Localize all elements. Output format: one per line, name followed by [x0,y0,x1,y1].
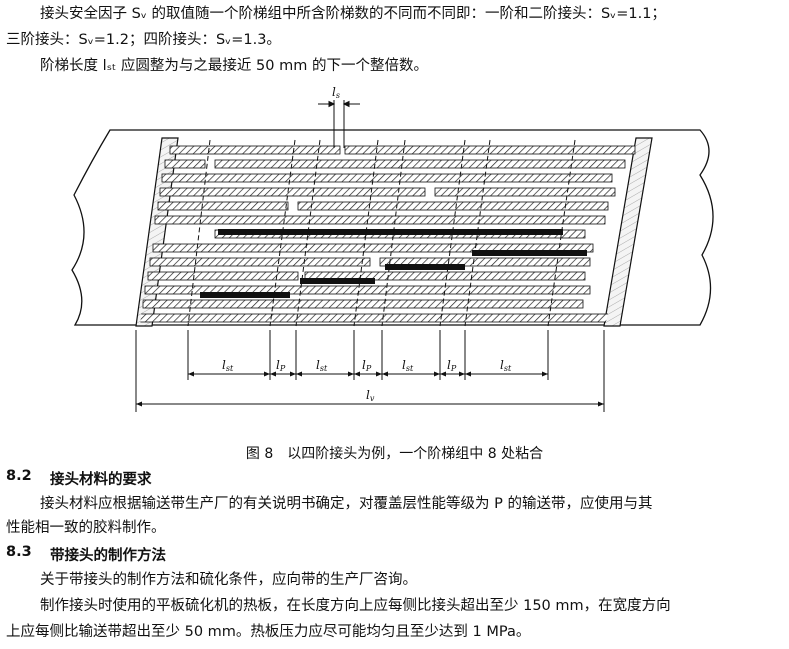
right-belt-edge [603,137,653,327]
step-boundaries [187,139,576,327]
ls-dimension [318,100,360,148]
dimension-arrows [136,371,604,407]
bottom-dimensions [135,330,605,412]
section-8-3-line-3: 上应每侧比输送带超出至少 50 mm。热板压力应尽可能均匀且至少达到 1 MPa… [6,624,531,640]
section-8-2-line-2: 性能相一致的胶料制作。 [6,520,166,536]
section-8-3-heading: 8.3 带接头的制作方法 [0,544,789,564]
lst-label-4: lst [500,358,512,373]
splice-diagram: ls lst lP lst lP lst lP lst lv [71,85,714,412]
ply-strips [140,145,636,323]
lp-label-1: lP [276,358,286,373]
lv-label: lv [366,388,375,403]
section-title: 带接头的制作方法 [50,548,166,564]
section-title: 接头材料的要求 [50,472,152,488]
lst-label-1: lst [222,358,234,373]
lst-label-2: lst [316,358,328,373]
section-number: 8.2 [6,468,32,484]
intro-line-3: 阶梯长度 lₛₜ 应圆整为与之最接近 50 mm 的下一个整倍数。 [40,58,428,74]
intro-line-1: 接头安全因子 Sᵥ 的取值随一个阶梯组中所含阶梯数的不同而不同即：一阶和二阶接头… [40,6,666,22]
lp-label-2: lP [362,358,372,373]
lp-label-3: lP [447,358,457,373]
section-number: 8.3 [6,544,32,560]
lst-label-3: lst [402,358,414,373]
section-8-3-line-1: 关于带接头的制作方法和硫化条件，应向带的生产厂咨询。 [40,572,417,588]
splice-bars [200,229,587,298]
ls-label: ls [332,85,340,100]
section-8-2-line-1: 接头材料应根据输送带生产厂的有关说明书确定，对覆盖层性能等级为 P 的输送带，应… [40,496,653,512]
section-8-3-line-2: 制作接头时使用的平板硫化机的热板，在长度方向上应每侧比接头超出至少 150 mm… [40,598,671,614]
left-belt-edge [135,137,179,327]
figure-caption: 图 8 以四阶接头为例，一个阶梯组中 8 处粘合 [245,446,544,462]
intro-line-2: 三阶接头：Sᵥ=1.2；四阶接头：Sᵥ=1.3。 [6,32,281,48]
section-8-2-heading: 8.2 接头材料的要求 [0,468,789,488]
